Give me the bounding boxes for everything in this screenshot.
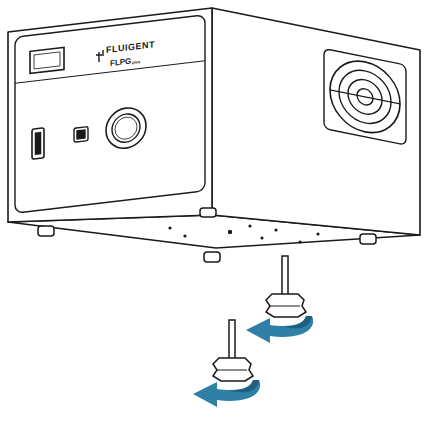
outlet-port [77, 130, 85, 139]
fan-bar [330, 90, 400, 104]
front-face [8, 8, 212, 222]
bottom-holes [168, 224, 319, 243]
front-panel-border [15, 15, 205, 213]
knob-inner [115, 116, 137, 141]
fan-frame [324, 49, 406, 146]
switch-rocker [35, 132, 41, 155]
knob-edge [217, 370, 247, 371]
thumb-screw-knob [266, 294, 306, 317]
side-face [212, 8, 420, 235]
knob-edge [270, 306, 300, 307]
foot [360, 234, 376, 244]
screw-shaft [282, 256, 288, 298]
arrow-shade [227, 380, 259, 392]
thumb-screw-knob [213, 358, 253, 381]
foot [38, 226, 54, 236]
outlet-base [74, 127, 88, 143]
knob [106, 106, 146, 151]
fan-grill [330, 55, 400, 139]
logo-mark [96, 50, 103, 62]
display-screen [34, 52, 60, 69]
display [30, 47, 64, 73]
rotation-arrow [193, 380, 260, 407]
power-switch [32, 128, 44, 159]
foot [200, 208, 216, 217]
knob-cap [112, 112, 140, 143]
rotation-arrow [246, 316, 313, 343]
screw-shaft [229, 320, 235, 362]
arrow-shade [280, 316, 312, 328]
foot [204, 252, 220, 262]
